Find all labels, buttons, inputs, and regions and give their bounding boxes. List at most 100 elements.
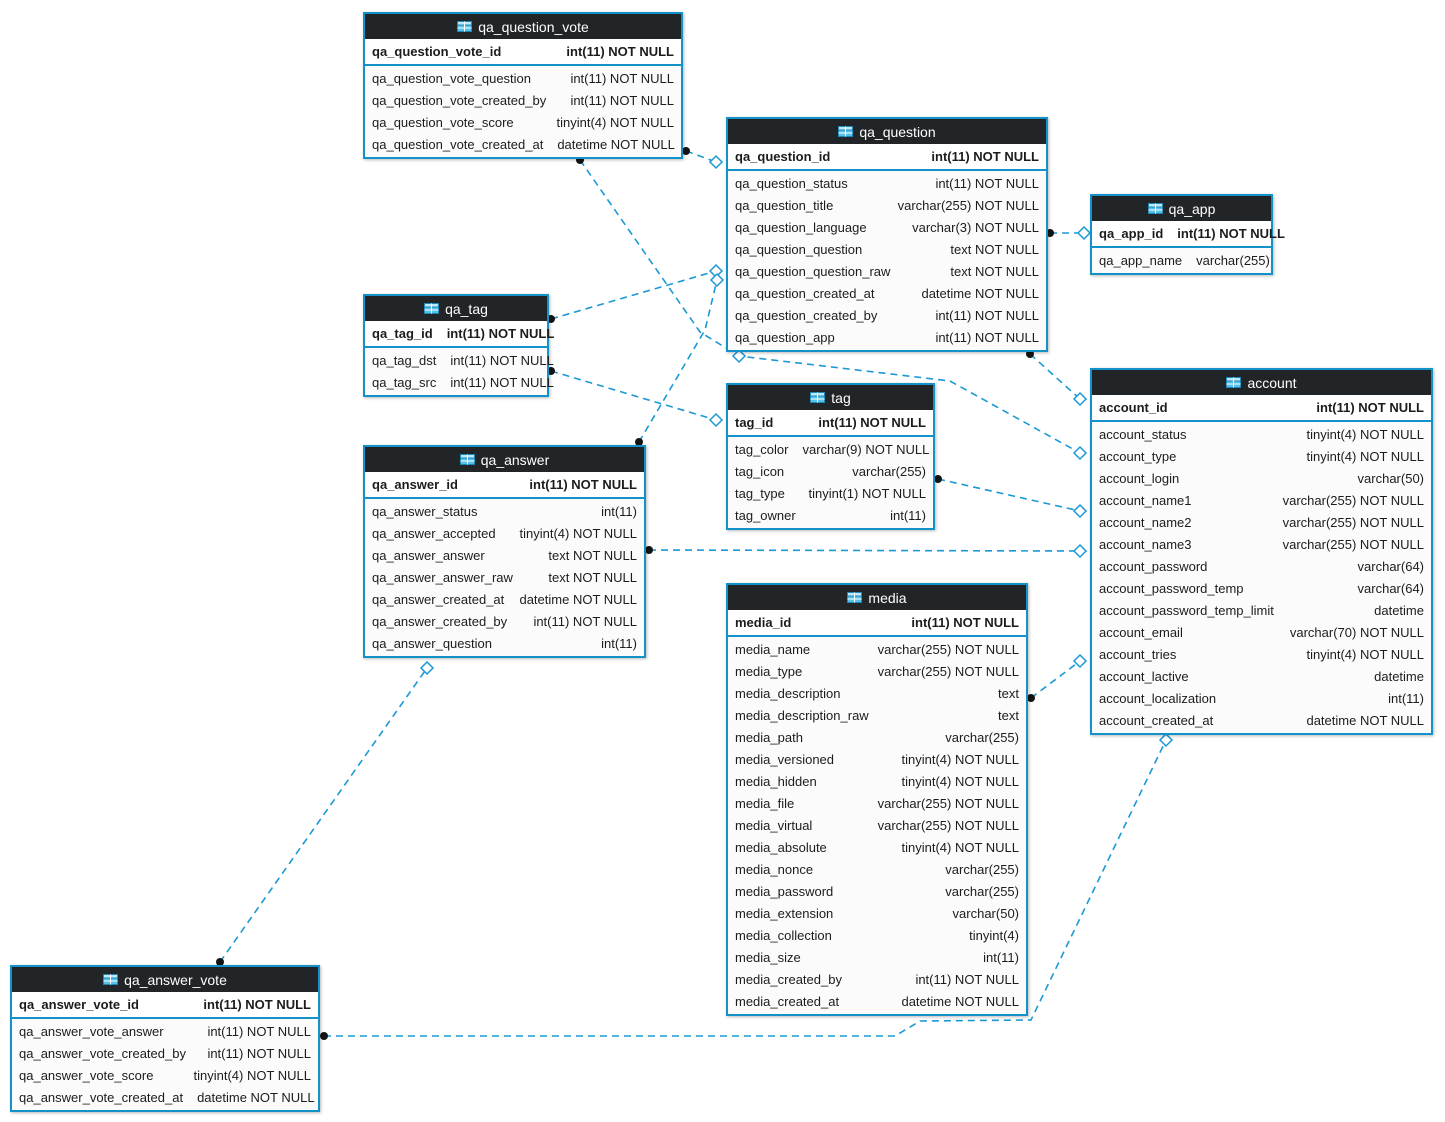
many-side-dot-marker bbox=[1027, 694, 1035, 702]
column-type: int(11) NOT NULL bbox=[203, 997, 311, 1012]
one-side-diamond-marker bbox=[1076, 225, 1092, 241]
relationship-line-media-created_by-to-account[interactable] bbox=[1030, 660, 1081, 699]
table-header-media[interactable]: media bbox=[728, 585, 1026, 610]
table-header-qa_tag[interactable]: qa_tag bbox=[365, 296, 547, 321]
table-icon bbox=[103, 974, 119, 985]
column-type: int(11) NOT NULL bbox=[533, 613, 637, 629]
column-name: media_name bbox=[735, 641, 811, 657]
column-name: account_tries bbox=[1099, 646, 1177, 662]
column-type: int(11) NOT NULL bbox=[446, 326, 555, 341]
table-title: qa_tag bbox=[445, 300, 488, 317]
column-type: int(11) NOT NULL bbox=[935, 329, 1039, 345]
column-type: int(11) NOT NULL bbox=[207, 1045, 311, 1061]
table-header-qa_answer[interactable]: qa_answer bbox=[365, 447, 644, 472]
table-header-tag[interactable]: tag bbox=[728, 385, 933, 410]
column-name: qa_question_language bbox=[735, 219, 867, 235]
column-name: media_path bbox=[735, 729, 803, 745]
column-name: qa_question_created_at bbox=[735, 285, 875, 301]
column-type: int(11) NOT NULL bbox=[450, 352, 554, 368]
column-name: media_versioned bbox=[735, 751, 835, 767]
column-type: varchar(255) NOT NULL bbox=[1282, 492, 1424, 508]
many-side-dot-marker bbox=[645, 546, 653, 554]
table-icon bbox=[1147, 203, 1163, 214]
relationship-line-tag-owner-to-account[interactable] bbox=[937, 478, 1081, 512]
relationship-line-qa_answer-question-to-qa_question[interactable] bbox=[638, 279, 718, 443]
table-icon bbox=[459, 454, 475, 465]
table-header-account[interactable]: account bbox=[1092, 370, 1431, 395]
column-type: datetime NOT NULL bbox=[1306, 712, 1424, 728]
many-side-dot-marker bbox=[547, 315, 555, 323]
column-name: qa_answer_vote_created_at bbox=[19, 1089, 184, 1105]
column-name: tag_owner bbox=[735, 507, 796, 523]
relationship-line-qa_answer_vote-created_by-to-account[interactable] bbox=[324, 739, 1167, 1037]
table-header-qa_answer_vote[interactable]: qa_answer_vote bbox=[12, 967, 318, 992]
one-side-diamond-marker bbox=[708, 154, 724, 170]
relationship-line-qa_answer-created_by-to-account[interactable] bbox=[648, 549, 1081, 552]
relationship-line-qa_answer_vote-answer-to-qa_answer[interactable] bbox=[219, 667, 428, 963]
column-name: tag_type bbox=[735, 485, 785, 501]
column-name: qa_answer_created_by bbox=[372, 613, 508, 629]
relationship-line-qa_question-created_by-to-account[interactable] bbox=[1029, 353, 1081, 400]
column-type: varchar(255) NOT NULL bbox=[877, 795, 1019, 811]
column-name: account_name3 bbox=[1099, 536, 1192, 552]
column-type: varchar(255) bbox=[852, 463, 926, 479]
column-name: qa_question_app bbox=[735, 329, 835, 345]
column-type: varchar(50) bbox=[1357, 470, 1424, 486]
column-type: datetime NOT NULL bbox=[557, 136, 675, 152]
column-type: varchar(255) NOT NULL bbox=[877, 663, 1019, 679]
column-name: qa_answer_accepted bbox=[372, 525, 496, 541]
column-type: int(11) NOT NULL bbox=[207, 1023, 311, 1039]
column-type: datetime NOT NULL bbox=[197, 1089, 315, 1105]
column-type: text NOT NULL bbox=[950, 263, 1039, 279]
column-type: tinyint(4) NOT NULL bbox=[901, 839, 1019, 855]
table-account[interactable]: account account_id int(11) NOT NULL account… bbox=[1090, 368, 1433, 735]
column-name: account_password bbox=[1099, 558, 1208, 574]
column-name: account_password_temp bbox=[1099, 580, 1244, 596]
column-name: media_absolute bbox=[735, 839, 827, 855]
column-name: qa_question_title bbox=[735, 197, 834, 213]
column-type: int(11) NOT NULL bbox=[1316, 400, 1424, 415]
relationship-line-qa_tag-src-to-tag[interactable] bbox=[550, 370, 717, 421]
column-name: qa_answer_id bbox=[372, 477, 458, 492]
table-header-qa_question[interactable]: qa_question bbox=[728, 119, 1046, 144]
column-name: account_login bbox=[1099, 470, 1180, 486]
table-title: media bbox=[868, 589, 907, 606]
table-title: qa_question bbox=[859, 123, 936, 140]
column-name: qa_answer_status bbox=[372, 503, 478, 519]
column-name: account_id bbox=[1099, 400, 1168, 415]
relationship-line-qa_tag-dst-to-qa_question[interactable] bbox=[550, 270, 717, 320]
table-header-qa_question_vote[interactable]: qa_question_vote bbox=[365, 14, 681, 39]
column-row-qa_answer_created_by: qa_answer_created_by int(11) NOT NULL bbox=[365, 610, 644, 632]
column-row-account_login: account_login varchar(50) bbox=[1092, 467, 1431, 489]
column-type: int(11) bbox=[983, 949, 1019, 965]
table-header-qa_app[interactable]: qa_app bbox=[1092, 196, 1271, 221]
